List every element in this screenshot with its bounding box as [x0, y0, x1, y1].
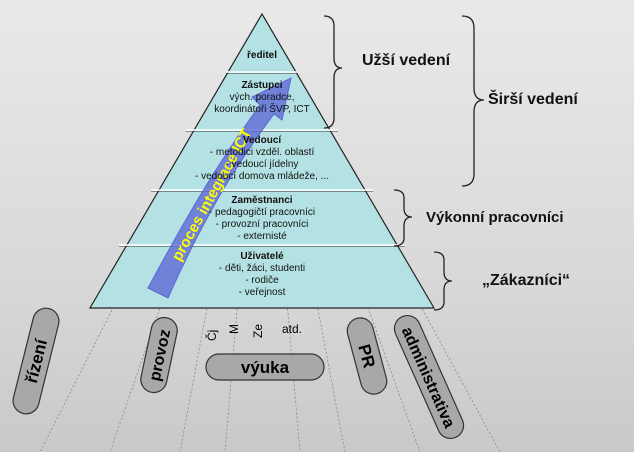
subject-ze: Ze	[251, 324, 265, 338]
level-zastupci-title: Zástupci	[241, 80, 283, 91]
subject-m: M	[227, 324, 241, 334]
brace-uzsi	[323, 15, 343, 129]
level-vedouci-title: Vedoucí	[242, 135, 282, 146]
group-label-sirsi-vedeni: Širší vedení	[488, 91, 578, 108]
level-zastupci: Zástupci vých. poradce, koordinátoři ŠVP…	[182, 80, 342, 116]
group-label-uzsi-vedeni: Užší vedení	[362, 52, 451, 69]
pillar-rizeni	[12, 307, 60, 415]
pillar-label-vyuka: výuka	[241, 358, 290, 377]
subject-cj: Čj	[204, 330, 219, 341]
level-zamestnanci-item: - provozní pracovníci	[215, 219, 309, 230]
level-vedouci-item: - vedoucí jídelny	[225, 159, 299, 170]
level-uzivatele-item: - rodiče	[245, 275, 279, 286]
level-reditel-title: ředitel	[246, 50, 277, 61]
subjects: Čj M Ze atd.	[204, 322, 302, 341]
level-uzivatele-item: - děti, žáci, studenti	[218, 263, 306, 274]
pyramid	[88, 12, 436, 309]
pillar-pr	[346, 317, 388, 395]
level-zamestnanci: Zaměstnanci - pedagogičtí pracovníci - p…	[162, 195, 362, 243]
level-zastupci-item: koordinátoři ŠVP, ICT	[214, 104, 310, 115]
pillar-provoz	[140, 316, 178, 394]
level-uzivatele-title: Uživatelé	[240, 251, 284, 262]
level-zamestnanci-title: Zaměstnanci	[231, 195, 293, 206]
level-vedouci-item: - metodici vzděl. oblastí	[209, 147, 315, 158]
pillar-administrativa	[393, 314, 465, 440]
pyramid-divider-shadows	[119, 73, 405, 247]
pillar-label-administrativa: administrativa	[398, 325, 458, 431]
integration-arrow	[147, 77, 292, 299]
group-label-zakaznici: „Zákazníci“	[482, 272, 571, 289]
level-zastupci-item: vých. poradce,	[229, 92, 295, 103]
level-uzivatele: Uživatelé - děti, žáci, studenti - rodič…	[162, 251, 362, 299]
subject-atd: atd.	[282, 322, 302, 336]
brace-zakaznici	[433, 251, 453, 311]
level-zamestnanci-item: - pedagogičtí pracovníci	[208, 207, 316, 218]
brace-vykonni	[393, 189, 413, 247]
level-reditel: ředitel	[222, 50, 302, 62]
level-vedouci-item: - vedoucí domova mládeže, ...	[195, 171, 329, 182]
brace-sirsi	[461, 15, 485, 187]
level-vedouci: Vedoucí - metodici vzděl. oblastí - vedo…	[162, 135, 362, 183]
group-label-vykonni-pracovnici: Výkonní pracovníci	[426, 209, 564, 226]
pillars	[12, 307, 465, 440]
level-zamestnanci-item: - externisté	[237, 231, 287, 242]
pillar-vyuka	[205, 353, 325, 381]
level-uzivatele-item: - veřejnost	[238, 287, 286, 298]
braces	[323, 15, 485, 311]
